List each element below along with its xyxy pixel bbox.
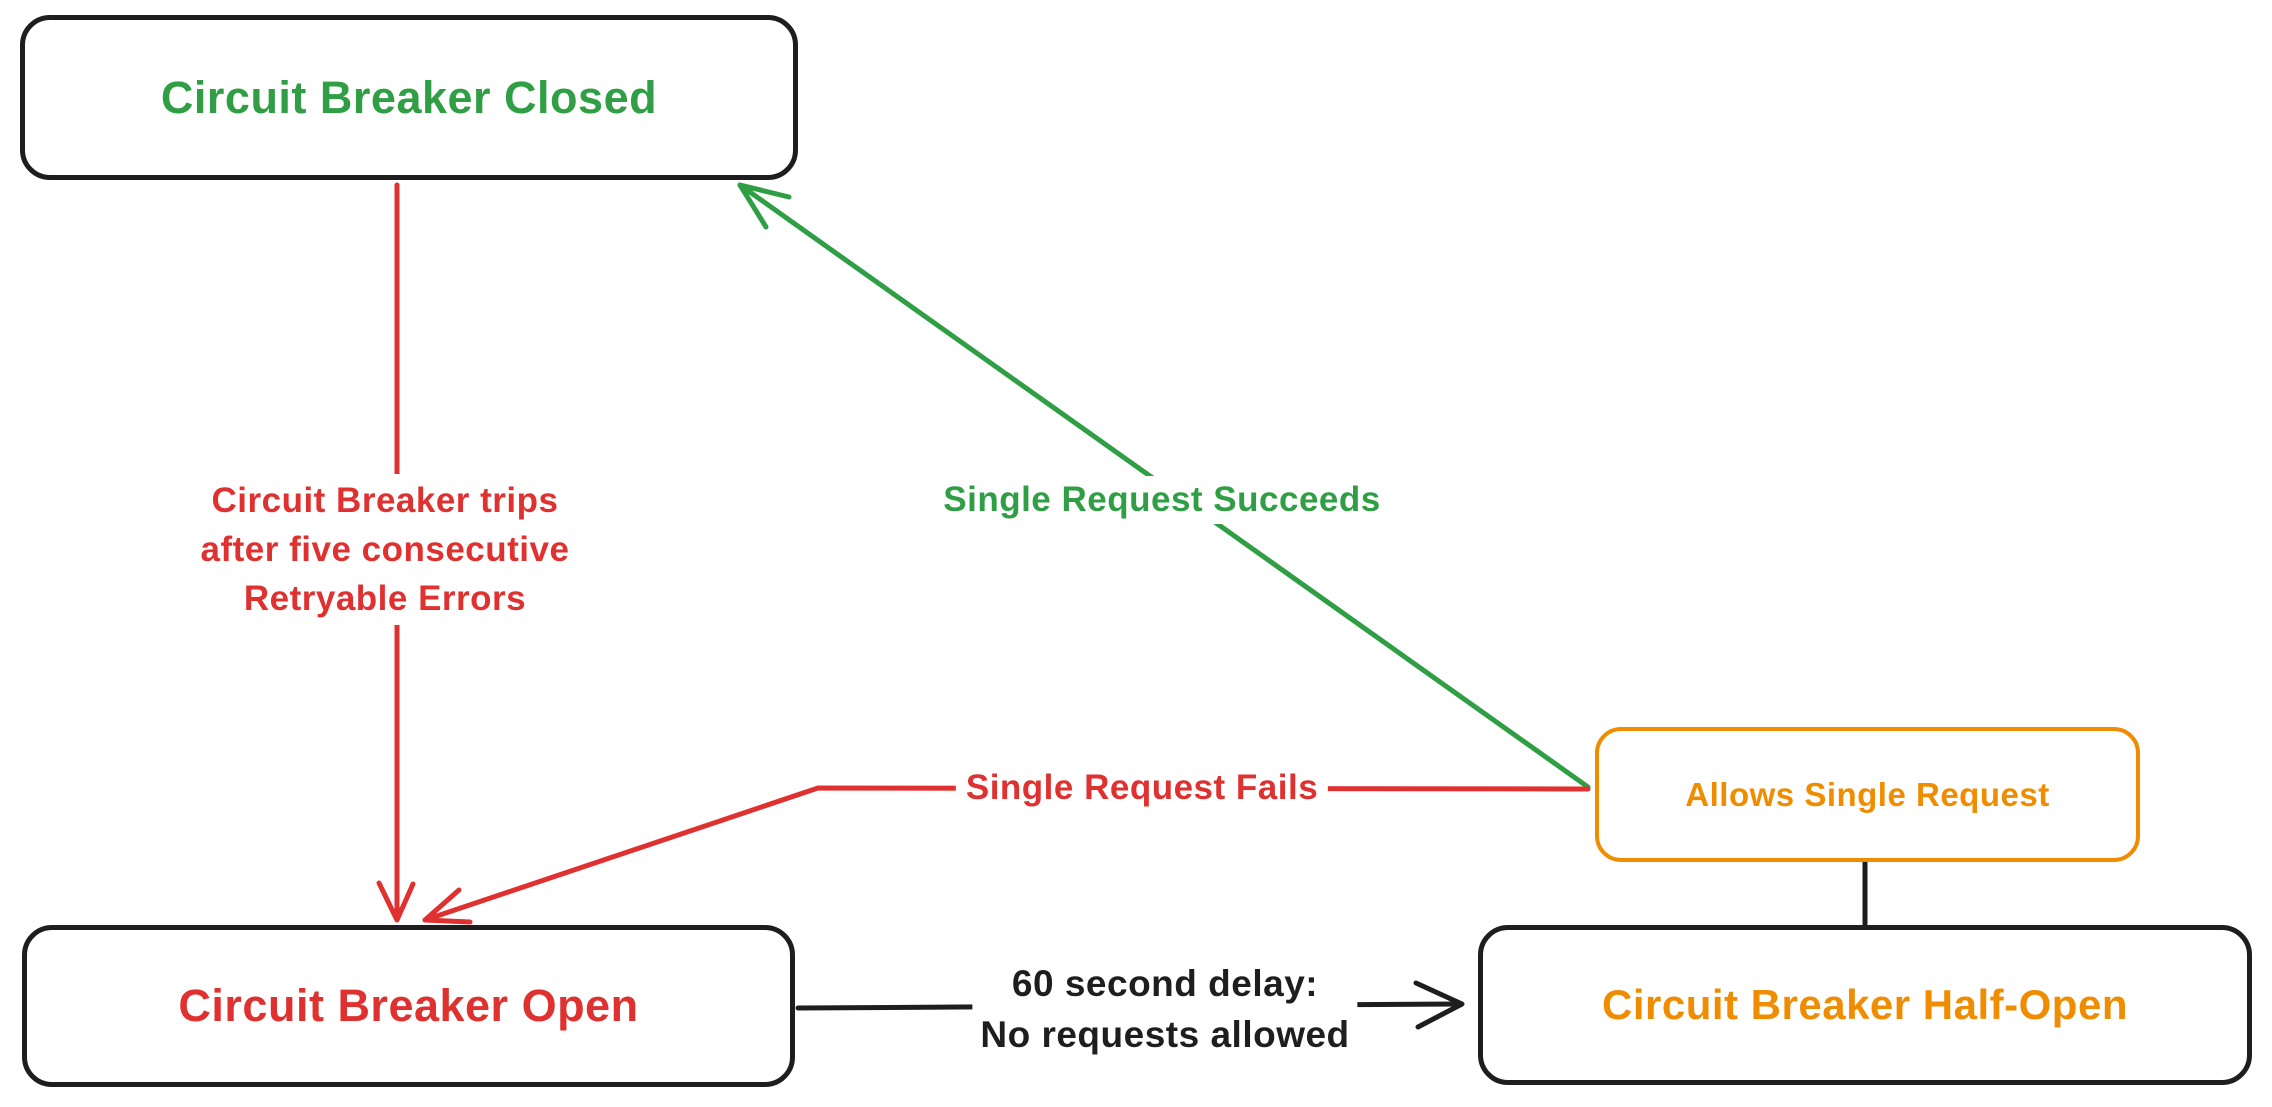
node-allows-label: Allows Single Request xyxy=(1685,775,2050,813)
node-open-label: Circuit Breaker Open xyxy=(178,980,639,1031)
node-circuit-breaker-closed: Circuit Breaker Closed xyxy=(20,15,798,180)
edge-label-delay-line2: No requests allowed xyxy=(980,1014,1350,1055)
edge-label-trips-line1: Circuit Breaker trips xyxy=(211,481,559,520)
edge-label-trips-line3: Retryable Errors xyxy=(243,579,527,618)
node-closed-label: Circuit Breaker Closed xyxy=(160,71,658,123)
edge-label-fails-text: Single Request Fails xyxy=(965,768,1319,807)
edge-fails-arrowhead xyxy=(422,887,473,925)
edge-label-trips-line2: after five consecutive xyxy=(200,530,570,569)
edge-label-delay-line1: 60 second delay: xyxy=(1011,963,1319,1004)
node-circuit-breaker-open: Circuit Breaker Open xyxy=(22,925,795,1087)
edge-delay-arrowhead xyxy=(1413,980,1465,1030)
edge-label-succeeds: Single Request Succeeds xyxy=(933,476,1391,524)
edge-label-succeeds-text: Single Request Succeeds xyxy=(943,480,1381,519)
node-allows-single-request: Allows Single Request xyxy=(1595,727,2140,862)
node-circuit-breaker-half-open: Circuit Breaker Half-Open xyxy=(1478,925,2252,1085)
edge-succeeds-arrowhead xyxy=(737,182,792,230)
node-half-open-label: Circuit Breaker Half-Open xyxy=(1602,981,2128,1028)
edge-fails-arrow xyxy=(422,785,1591,925)
edge-trips-arrowhead xyxy=(376,880,416,923)
edge-label-trips: Circuit Breaker trips after five consecu… xyxy=(192,474,578,625)
edge-label-delay: 60 second delay: No requests allowed xyxy=(972,956,1358,1062)
edge-label-fails: Single Request Fails xyxy=(955,764,1329,812)
edge-fails-line xyxy=(422,785,1591,923)
